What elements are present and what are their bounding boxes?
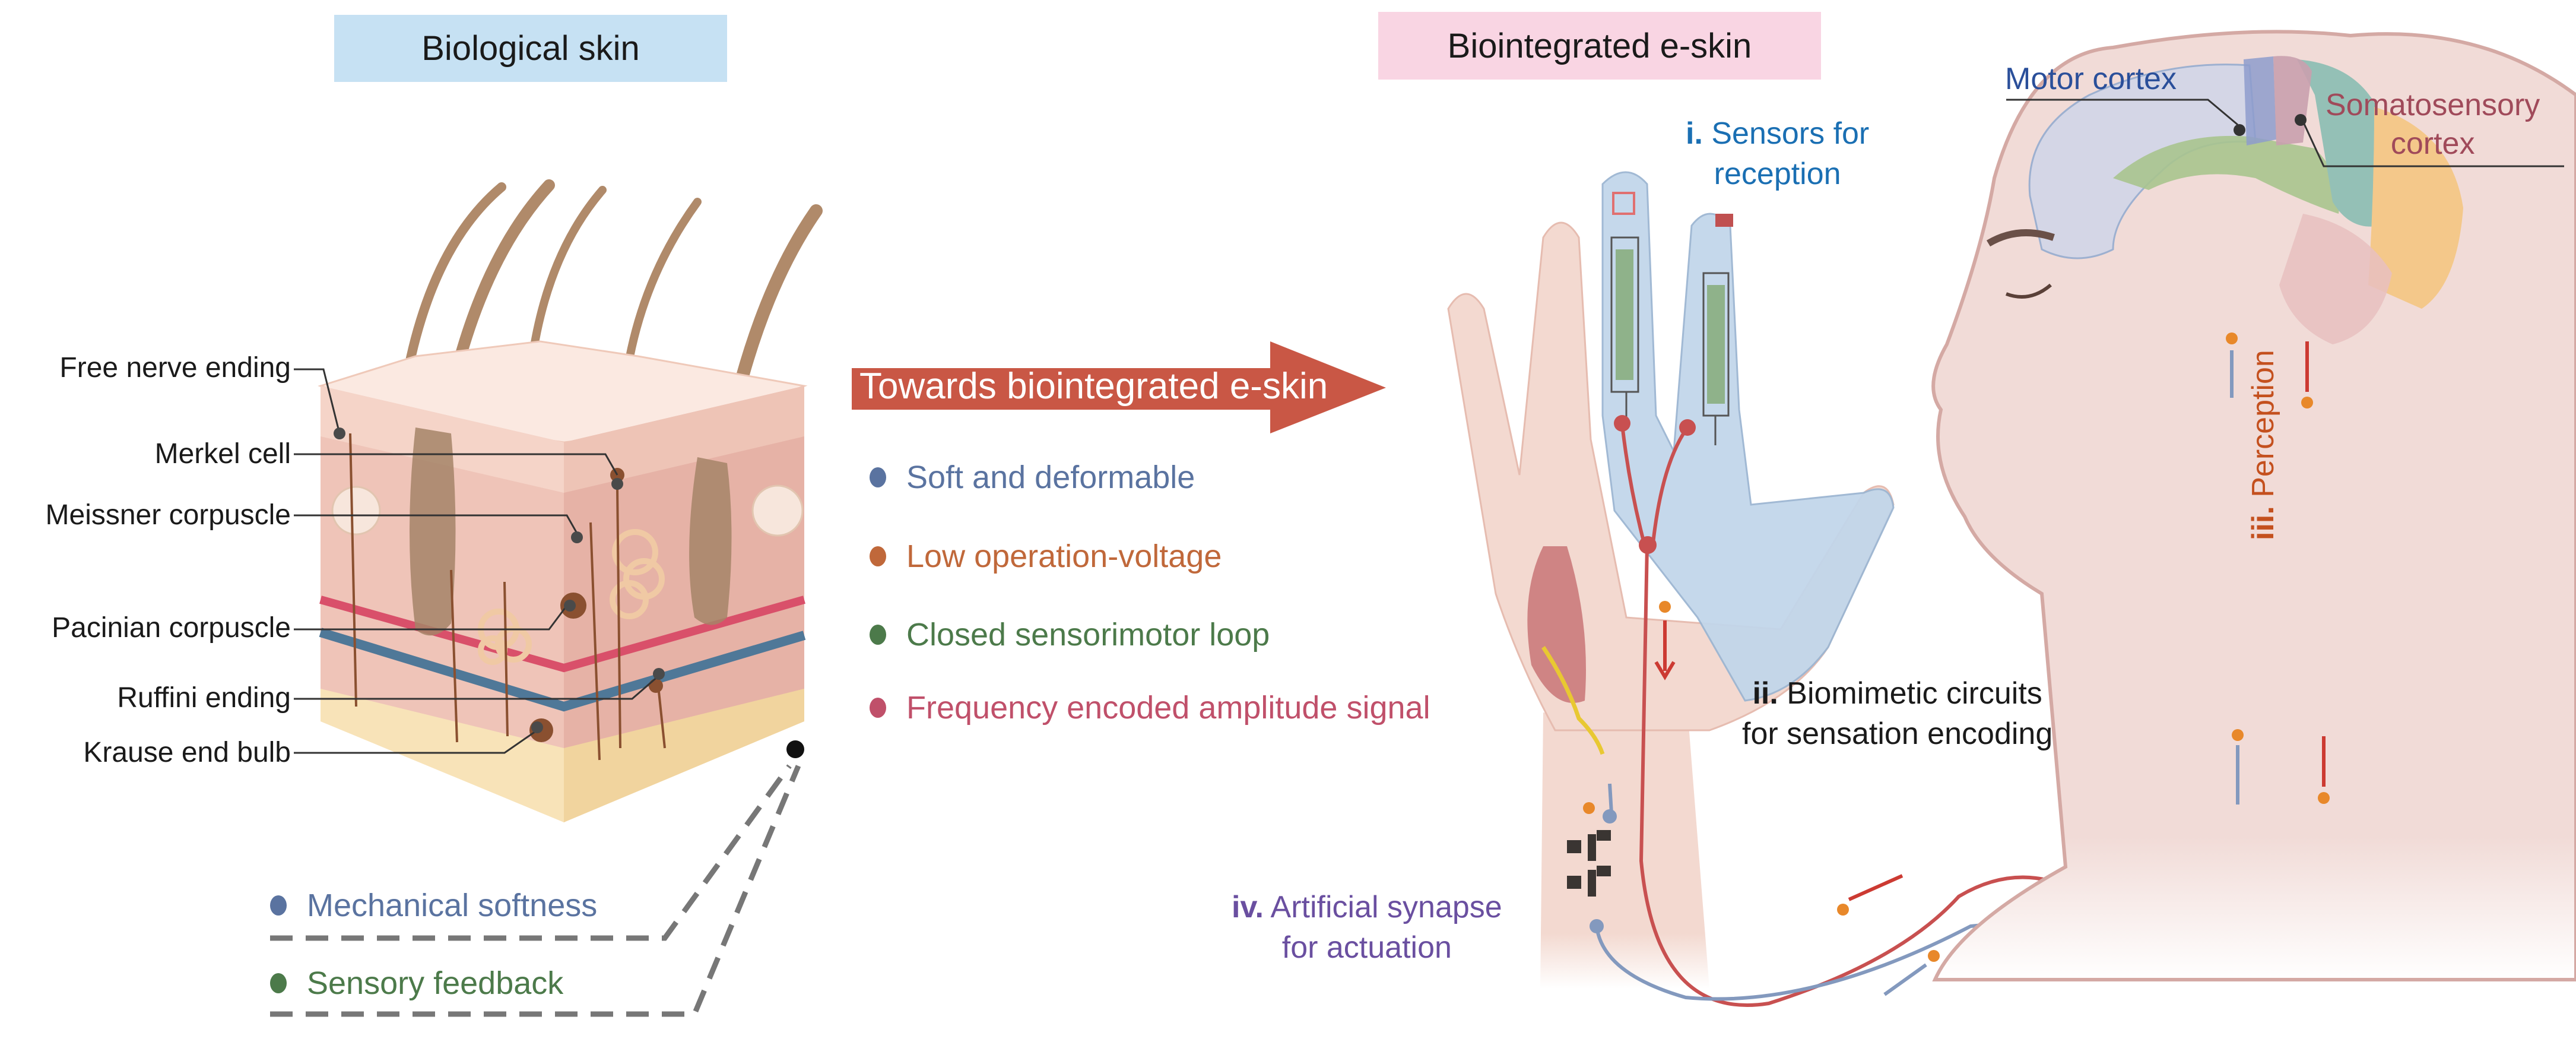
- circuit-components: [1616, 249, 1725, 404]
- stage-line2: reception: [1714, 156, 1841, 191]
- arrow-label: Towards biointegrated e-skin: [859, 366, 1328, 407]
- feature-label: Low operation-voltage: [906, 539, 1222, 574]
- bullet-dot-icon: [870, 546, 886, 566]
- fat-layer-right: [564, 689, 804, 822]
- skin-callout-lines: [294, 368, 659, 754]
- bullet-dot-icon: [870, 467, 886, 487]
- stage-line1: Sensors for: [1711, 116, 1870, 151]
- cerebellum: [2279, 214, 2392, 344]
- circuit-traces: [1610, 236, 1730, 445]
- thenar-muscle: [1527, 546, 1586, 703]
- property-sensory-feedback: Sensory feedback: [270, 965, 563, 1002]
- label-free-nerve-ending: Free nerve ending: [59, 352, 291, 384]
- biological-skin-header: Biological skin: [334, 15, 727, 82]
- stage-numeral: ii.: [1752, 676, 1778, 711]
- motor-cortex-label: Motor cortex: [2005, 62, 2177, 96]
- limbic-green: [2113, 135, 2340, 214]
- feature-frequency-encoded: Frequency encoded amplitude signal: [870, 689, 1430, 726]
- biointegrated-eskin-header: Biointegrated e-skin: [1378, 12, 1821, 80]
- parietal-teal: [2297, 59, 2386, 227]
- stage-line1: Artificial synapse: [1270, 890, 1502, 924]
- stage-synapse-label: iv. Artificial synapse for actuation: [1232, 888, 1502, 968]
- dashed-connector: [270, 764, 801, 1017]
- property-label: Sensory feedback: [307, 965, 564, 1001]
- feature-label: Closed sensorimotor loop: [906, 617, 1270, 653]
- label-meissner-corpuscle: Meissner corpuscle: [45, 499, 291, 531]
- stage-sensors-label: i. Sensors for reception: [1686, 114, 1869, 194]
- occipital-yellow: [2368, 107, 2463, 309]
- transition-arrow: [852, 341, 1386, 433]
- label-merkel-cell: Merkel cell: [154, 438, 291, 470]
- stage-circuits-label: ii. Biomimetic circuits for sensation en…: [1742, 674, 2052, 754]
- feature-soft-deformable: Soft and deformable: [870, 459, 1195, 496]
- somato-line2: cortex: [2390, 126, 2475, 161]
- zoom-anchor-dot: [786, 740, 804, 758]
- eskin-glove: [1601, 171, 1895, 702]
- pressure-sensor: [1715, 214, 1733, 227]
- somato-line1: Somatosensory: [2326, 88, 2540, 122]
- property-mechanical-softness: Mechanical softness: [270, 887, 597, 924]
- bullet-dot-icon: [270, 973, 287, 993]
- feature-label: Frequency encoded amplitude signal: [906, 690, 1430, 726]
- somatosensory-cortex-label: Somatosensory cortex: [2326, 86, 2540, 163]
- feature-low-voltage: Low operation-voltage: [870, 538, 1222, 575]
- stage-line2: for sensation encoding: [1742, 716, 2053, 751]
- bullet-dot-icon: [870, 698, 886, 718]
- strain-sensor: [1612, 192, 1635, 215]
- label-ruffini-ending: Ruffini ending: [117, 682, 291, 714]
- hand-illustration: [1447, 66, 2298, 1007]
- stage-numeral: iii.: [2246, 506, 2280, 540]
- eyebrow: [1986, 229, 2055, 247]
- artificial-synapse-devices: [1567, 830, 1611, 897]
- skin-cross-section: [318, 179, 823, 822]
- artery: [319, 596, 805, 673]
- signal-sparks: [1583, 332, 2330, 962]
- motor-cortex-band: [2244, 56, 2276, 145]
- closed-eye: [2005, 283, 2052, 299]
- label-pacinian-corpuscle: Pacinian corpuscle: [52, 612, 291, 644]
- property-label: Mechanical softness: [307, 888, 598, 923]
- label-krause-end-bulb: Krause end bulb: [83, 737, 291, 768]
- stage-perception-label: iii. Perception: [2244, 350, 2284, 540]
- direction-arrows: [1654, 341, 2326, 996]
- feature-label: Soft and deformable: [906, 460, 1195, 495]
- stage-line1: Biomimetic circuits: [1787, 676, 2042, 711]
- vein: [319, 628, 806, 712]
- head-illustration: [1931, 30, 2576, 981]
- stage-numeral: i.: [1686, 116, 1703, 151]
- feature-closed-loop: Closed sensorimotor loop: [870, 616, 1270, 653]
- stage-line2: for actuation: [1281, 930, 1452, 965]
- bullet-dot-icon: [870, 625, 886, 645]
- bullet-dot-icon: [270, 895, 287, 916]
- callout-dots: [334, 427, 665, 733]
- stage-numeral: iv.: [1232, 890, 1264, 924]
- stage-text: Perception: [2246, 350, 2280, 498]
